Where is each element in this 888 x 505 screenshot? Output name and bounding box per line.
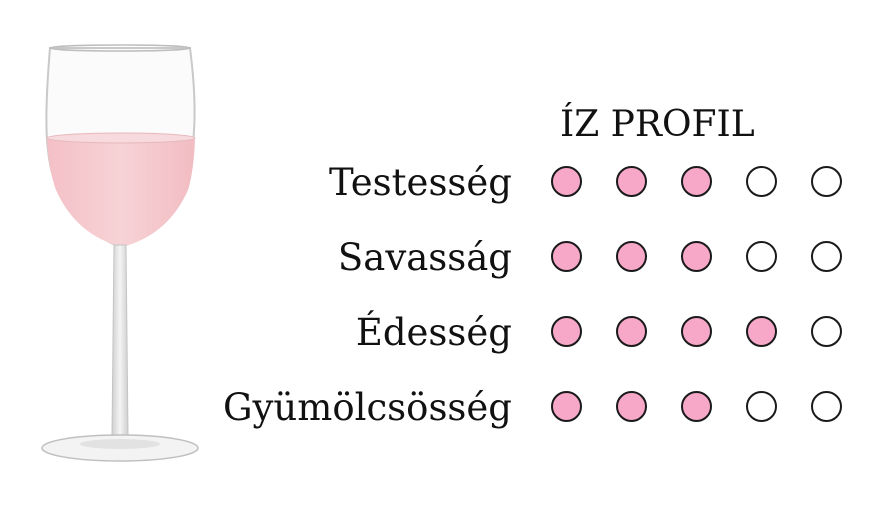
rating-dot-filled bbox=[551, 391, 582, 422]
rating-dot-filled bbox=[746, 316, 777, 347]
rating-dot-filled bbox=[681, 166, 712, 197]
rating-dots bbox=[551, 241, 851, 277]
rating-dots bbox=[551, 391, 851, 427]
profile-label: Édesség bbox=[355, 311, 512, 354]
wine-glass-image bbox=[41, 44, 199, 462]
rating-dot-filled bbox=[616, 241, 647, 272]
profile-row-fruitiness: Gyümölcsösség bbox=[0, 383, 888, 433]
rating-dot-empty bbox=[811, 166, 842, 197]
rating-dot-filled bbox=[551, 241, 582, 272]
profile-row-acidity: Savasság bbox=[0, 233, 888, 283]
rating-dot-filled bbox=[616, 391, 647, 422]
rating-dot-filled bbox=[551, 316, 582, 347]
rating-dot-empty bbox=[811, 391, 842, 422]
profile-label: Savasság bbox=[337, 236, 512, 279]
profile-row-body: Testesség bbox=[0, 158, 888, 208]
rating-dots bbox=[551, 316, 851, 352]
rating-dot-empty bbox=[746, 391, 777, 422]
rating-dot-empty bbox=[746, 166, 777, 197]
profile-row-sweetness: Édesség bbox=[0, 308, 888, 358]
rating-dot-filled bbox=[551, 166, 582, 197]
rating-dot-filled bbox=[616, 166, 647, 197]
rating-dot-filled bbox=[681, 391, 712, 422]
rating-dot-filled bbox=[681, 316, 712, 347]
rating-dots bbox=[551, 166, 851, 202]
rating-dot-filled bbox=[681, 241, 712, 272]
rating-dot-filled bbox=[616, 316, 647, 347]
rating-dot-empty bbox=[746, 241, 777, 272]
rating-dot-empty bbox=[811, 316, 842, 347]
taste-profile-title: ÍZ PROFIL bbox=[560, 104, 755, 145]
profile-label: Testesség bbox=[328, 161, 512, 204]
profile-label: Gyümölcsösség bbox=[222, 386, 512, 429]
rating-dot-empty bbox=[811, 241, 842, 272]
